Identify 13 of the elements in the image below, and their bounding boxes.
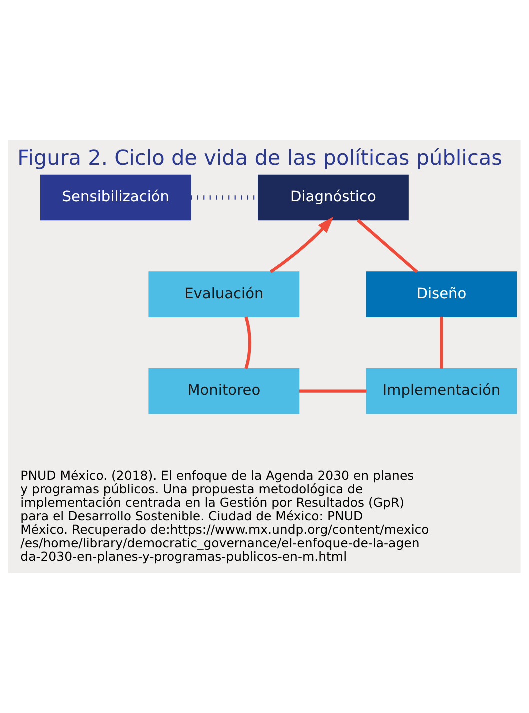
connector xyxy=(357,219,418,274)
node-box: Sensibilización xyxy=(40,174,192,221)
node-box: Diagnóstico xyxy=(258,174,409,221)
node-box: Monitoreo xyxy=(148,368,300,414)
node-box: Implementación xyxy=(366,368,518,414)
connector xyxy=(244,316,252,370)
caption: PNUD México. (2018). El enfoque de la Agenda 2030 en planes y programas públicos. Una propuesta metodológica de implementación centrada en la Gestión por Resultados (GpR) para el Desarrollo Sostenible. Ciudad de México: PNUD México. Recuperado de:https://www.mx.undp.org/content/mexico/es/home/library/democratic_governance/el-enfoque-de-la-agenda-2030-en-planes-y-programas-publicos-en-m.html xyxy=(20,468,430,564)
node-box: Diseño xyxy=(366,272,518,318)
connector xyxy=(299,390,367,393)
arrow xyxy=(270,216,334,274)
node-box: Evaluación xyxy=(148,272,300,318)
connector xyxy=(440,317,444,369)
diagram-title: Figura 2. Ciclo de vida de las políticas públicas xyxy=(18,146,502,170)
